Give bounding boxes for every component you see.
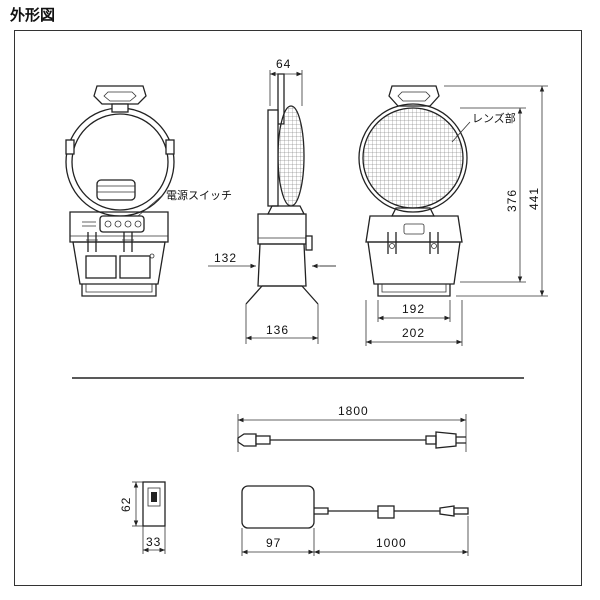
dim-plug-height: 62 [119,497,133,512]
lens-label: レンズ部 [472,111,516,125]
adapter-plug [439,505,455,517]
dim-side-base-width: 136 [266,323,289,337]
front-handle [93,85,147,105]
front-body-top [69,211,169,243]
small-plug-view: 62 33 [119,481,166,554]
cord-plug-right [435,431,457,449]
dim-rear-inner-width: 192 [402,302,425,316]
ac-adapter-view: 97 1000 [241,485,469,556]
power-switch-label: 電源スイッチ [166,188,232,202]
dim-rear-lens-height: 376 [505,189,519,212]
side-body-lower [257,243,307,287]
upper-dimensions: 64 132 136 192 202 376 441 [208,57,545,345]
dim-cord-length: 1800 [338,404,369,418]
power-switch-box [99,215,145,233]
front-body-lower [72,241,166,285]
side-view [245,73,319,344]
side-body-top [257,213,307,245]
cord-connector-left [237,433,257,447]
drawing-frame [14,30,582,586]
dim-adapter-cord-length: 1000 [376,536,407,550]
dim-adapter-width: 97 [266,536,281,550]
dim-plug-width: 33 [146,535,161,549]
rear-handle [388,85,440,107]
dim-rear-outer-width: 202 [402,326,425,340]
rear-body-lower [367,241,461,285]
diagram-title: 外形図 [10,6,56,24]
front-cap [96,179,136,201]
adapter-ferrite [377,505,395,519]
dim-side-height: 132 [214,251,237,265]
dim-rear-total-height: 441 [527,187,541,210]
power-cord: 1800 [237,404,467,452]
front-view: 電源スイッチ [65,85,232,297]
rear-body-top [365,215,463,243]
ac-adapter-body [241,485,315,529]
small-plug [142,481,166,527]
dim-side-top-width: 64 [276,57,291,71]
rear-view: レンズ部 [358,85,548,346]
